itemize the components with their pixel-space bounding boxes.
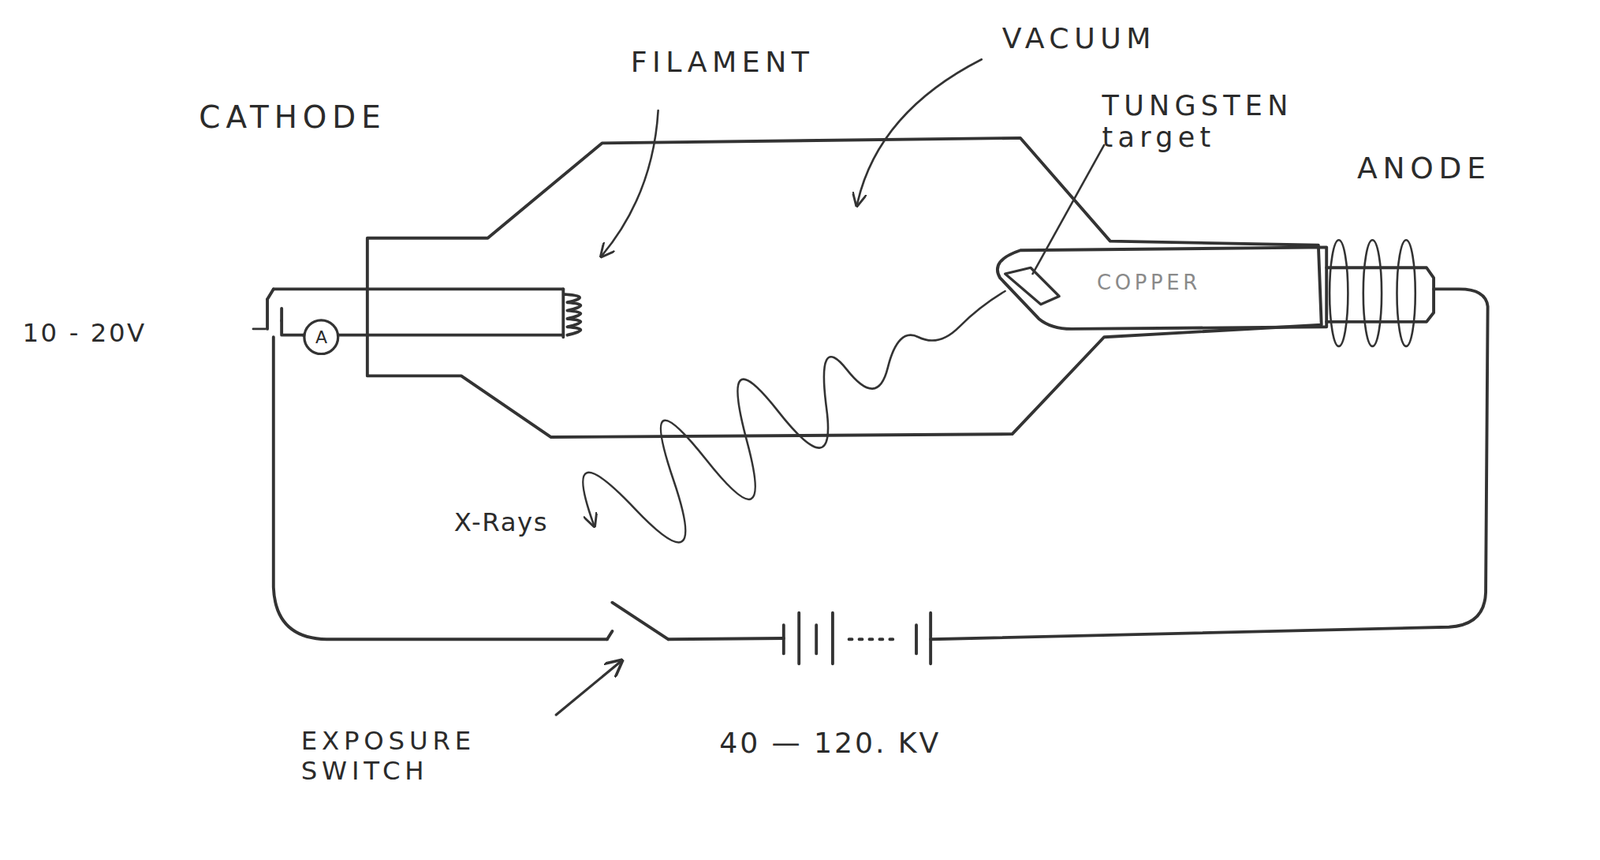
copper-anode — [997, 246, 1327, 329]
ammeter-ring — [304, 320, 339, 355]
wire — [267, 288, 274, 299]
leader-line — [555, 661, 621, 715]
battery-mark — [253, 328, 266, 331]
part-label: 10 - 20V — [22, 318, 146, 348]
hv-battery-dots — [849, 637, 899, 641]
x-ray-wave — [582, 290, 1005, 542]
part-label: EXPOSURE SWITCH — [301, 726, 557, 785]
part-label: ANODE — [1357, 151, 1492, 186]
cathode-lead — [302, 333, 564, 337]
part-label: X-Rays — [454, 507, 549, 538]
cathode-lead — [273, 287, 564, 291]
cooling-fin — [1396, 239, 1415, 347]
filament-battery — [267, 298, 282, 329]
filament-coil — [563, 288, 581, 337]
hv-wire — [930, 288, 1489, 639]
part-label: TUNGSTEN target — [1102, 89, 1338, 153]
cooling-fin — [1363, 239, 1382, 347]
part-label: FILAMENT — [630, 45, 815, 79]
leader-line — [601, 110, 658, 256]
ammeter-holder: A — [302, 318, 340, 356]
hv-wire — [668, 637, 784, 639]
wire — [281, 320, 303, 336]
part-label: COPPER — [1096, 271, 1201, 295]
part-label: VACUUM — [1002, 22, 1157, 56]
hv-battery — [783, 612, 931, 664]
drawing — [253, 59, 1489, 715]
cooling-fin — [1329, 239, 1348, 347]
hv-wire — [273, 336, 608, 639]
leader-line — [1033, 145, 1105, 274]
ammeter-circle: A — [302, 318, 340, 356]
glass-envelope — [367, 137, 1322, 437]
part-label: 40 — 120. KV — [719, 726, 941, 760]
leader-line — [857, 59, 982, 205]
part-label: CATHODE — [198, 100, 386, 136]
exposure-switch — [607, 602, 669, 640]
ammeter-symbol: A — [315, 327, 328, 347]
